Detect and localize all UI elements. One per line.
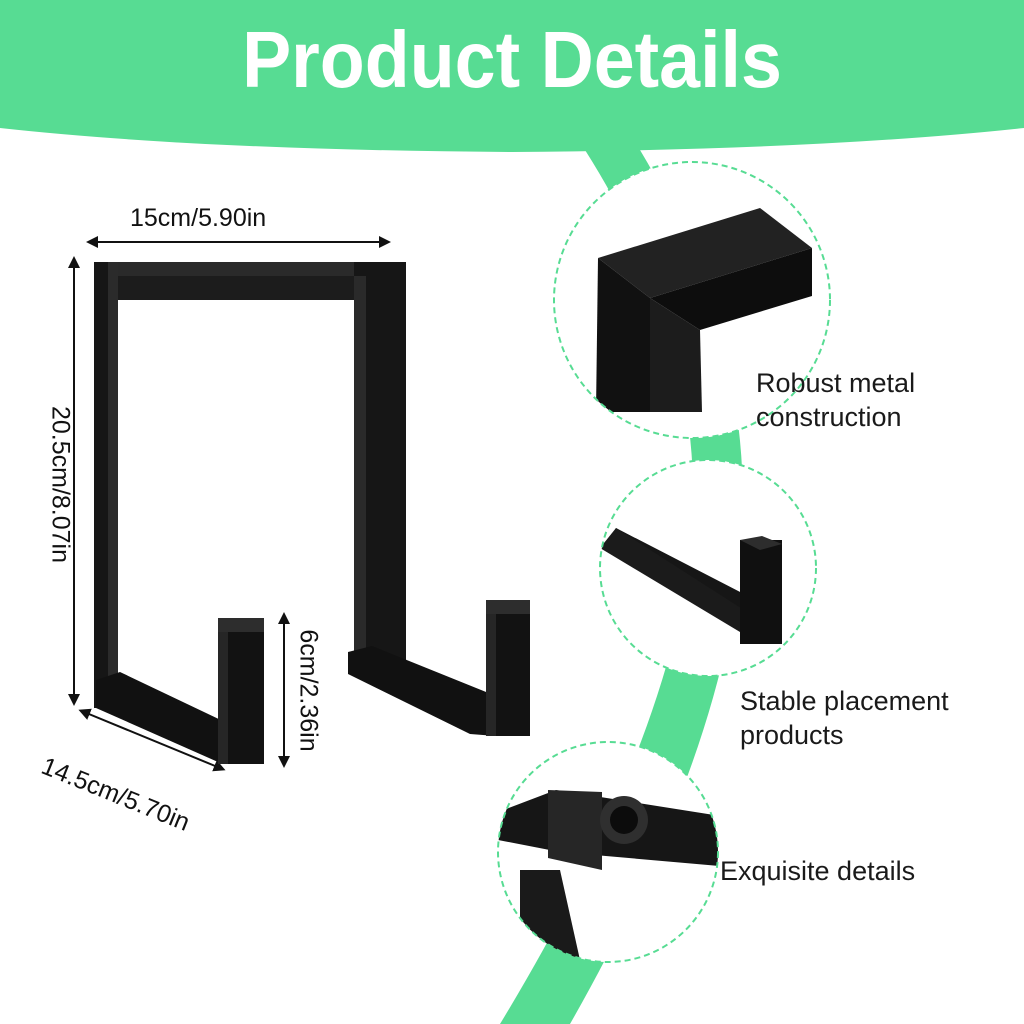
detail-circle-base — [599, 459, 817, 677]
feature-line: Exquisite details — [720, 856, 916, 886]
header-band — [0, 0, 1024, 152]
feature-robust-metal: Robust metal construction — [756, 366, 915, 434]
detail-circle-corner — [553, 161, 831, 439]
stand-illustration — [94, 262, 530, 764]
width-dimension-label: 15cm/5.90in — [130, 204, 267, 232]
feature-stable-placement: Stable placement products — [740, 684, 949, 752]
feature-line: products — [740, 720, 844, 750]
page-title: Product Details — [242, 15, 782, 104]
detail-circle-screw — [497, 741, 719, 963]
feature-line: Robust metal — [756, 368, 916, 398]
height-dimension-label: 20.5cm/8.07in — [46, 405, 75, 564]
depth-arrow — [78, 708, 226, 772]
feature-exquisite-details: Exquisite details — [720, 854, 915, 888]
feature-line: Stable placement — [740, 686, 949, 716]
feature-line: construction — [756, 402, 902, 432]
hook-height-dimension-label: 6cm/2.36in — [294, 629, 323, 752]
